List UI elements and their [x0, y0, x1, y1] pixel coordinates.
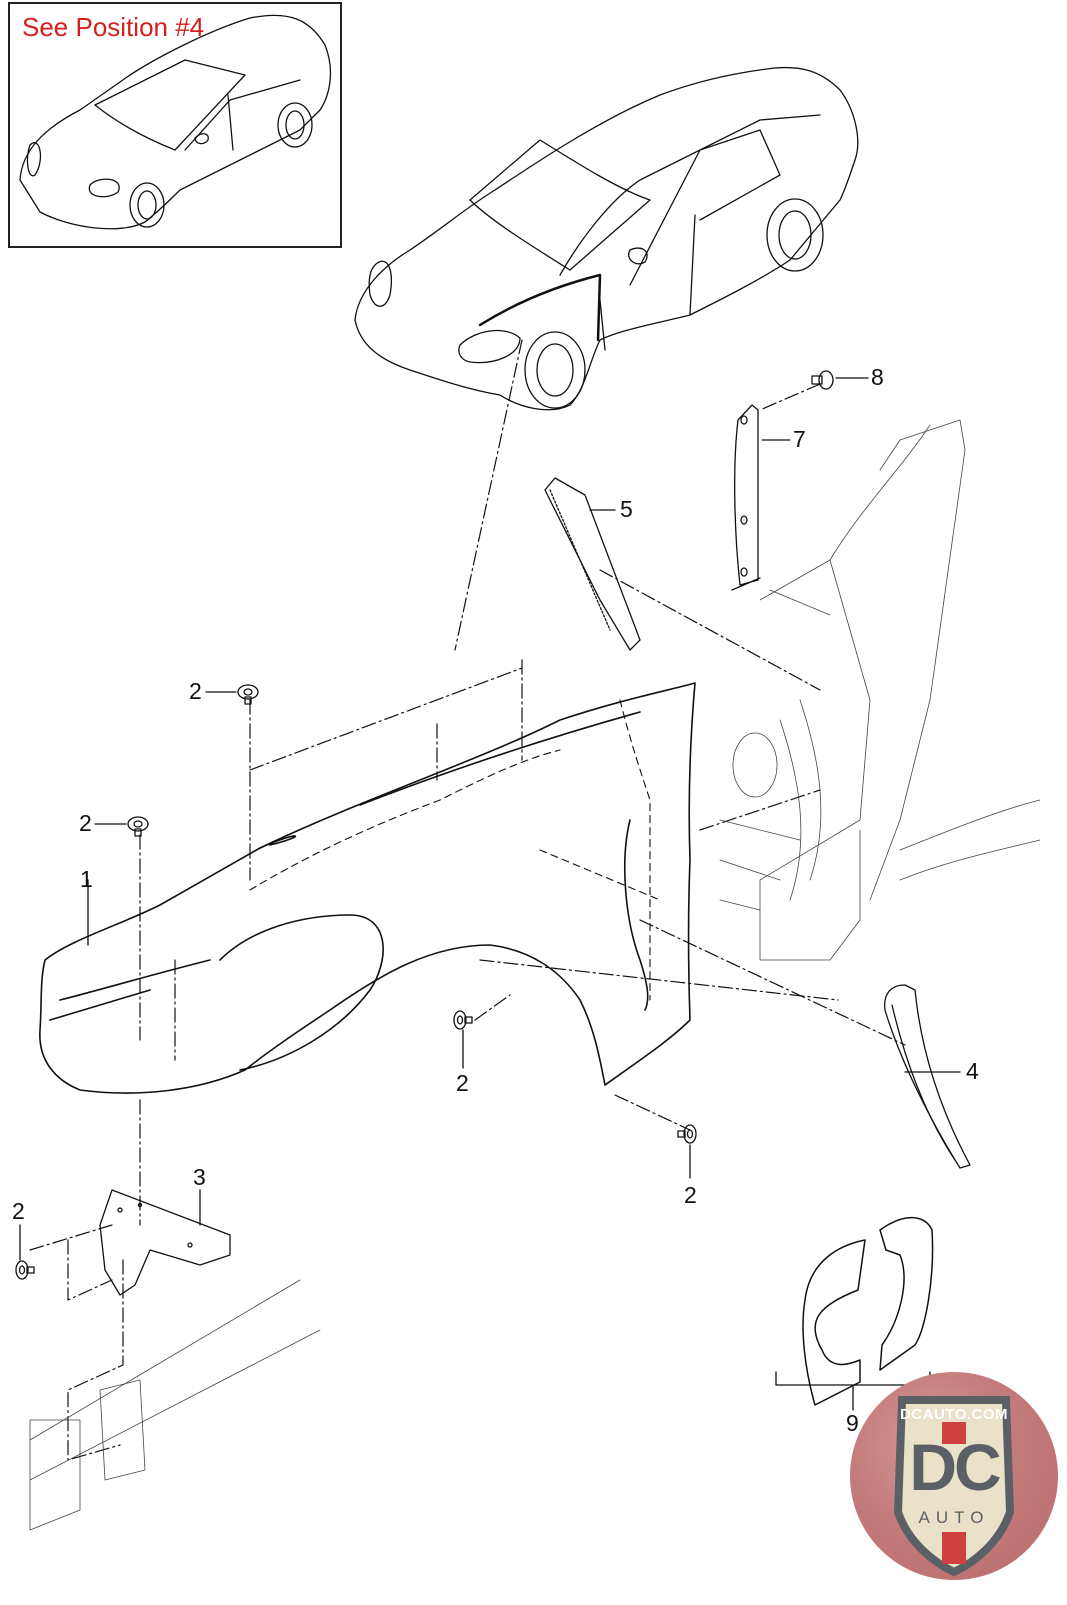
- support-strip-part: [545, 478, 640, 650]
- callout-2-lower-right: 2: [684, 1182, 697, 1208]
- assembly-lines: [30, 340, 905, 1460]
- callout-leaders: [20, 378, 960, 1410]
- inset-title: See Position #4: [22, 12, 205, 42]
- dcauto-logo: DCAUTO.COM DC AUTO: [850, 1372, 1058, 1580]
- fastener-clip-icons: [16, 371, 833, 1279]
- callout-2-lower-middle: 2: [456, 1070, 469, 1096]
- insulation-pad-parts: [803, 1218, 933, 1405]
- fender-hidden-lines: [250, 700, 660, 1000]
- logo-shield-icon: [850, 1372, 1058, 1580]
- callout-1: 1: [80, 866, 93, 892]
- callout-2-upper: 2: [189, 678, 202, 704]
- pillar-bracket-part: [732, 405, 760, 590]
- fender-trim-part: [885, 985, 970, 1168]
- callout-7: 7: [793, 426, 806, 452]
- body-shell-illustration: [30, 420, 1040, 1530]
- callout-2-left: 2: [79, 810, 92, 836]
- inset-car-illustration: [20, 15, 330, 228]
- fender-bracket-part: [100, 1190, 230, 1295]
- callout-3: 3: [193, 1164, 206, 1190]
- callout-8: 8: [871, 364, 884, 390]
- inset-reference-box: See Position #4: [8, 2, 342, 248]
- logo-url-text: DCAUTO.COM: [899, 1406, 1009, 1423]
- callout-2-bracket: 2: [12, 1198, 25, 1224]
- callout-9: 9: [846, 1410, 859, 1436]
- front-fender-part: [40, 683, 695, 1093]
- callout-5: 5: [620, 496, 633, 522]
- main-car-illustration: [355, 68, 858, 410]
- callout-4: 4: [966, 1058, 979, 1084]
- logo-monogram: DC: [909, 1430, 1001, 1504]
- logo-subtitle: AUTO: [918, 1508, 990, 1527]
